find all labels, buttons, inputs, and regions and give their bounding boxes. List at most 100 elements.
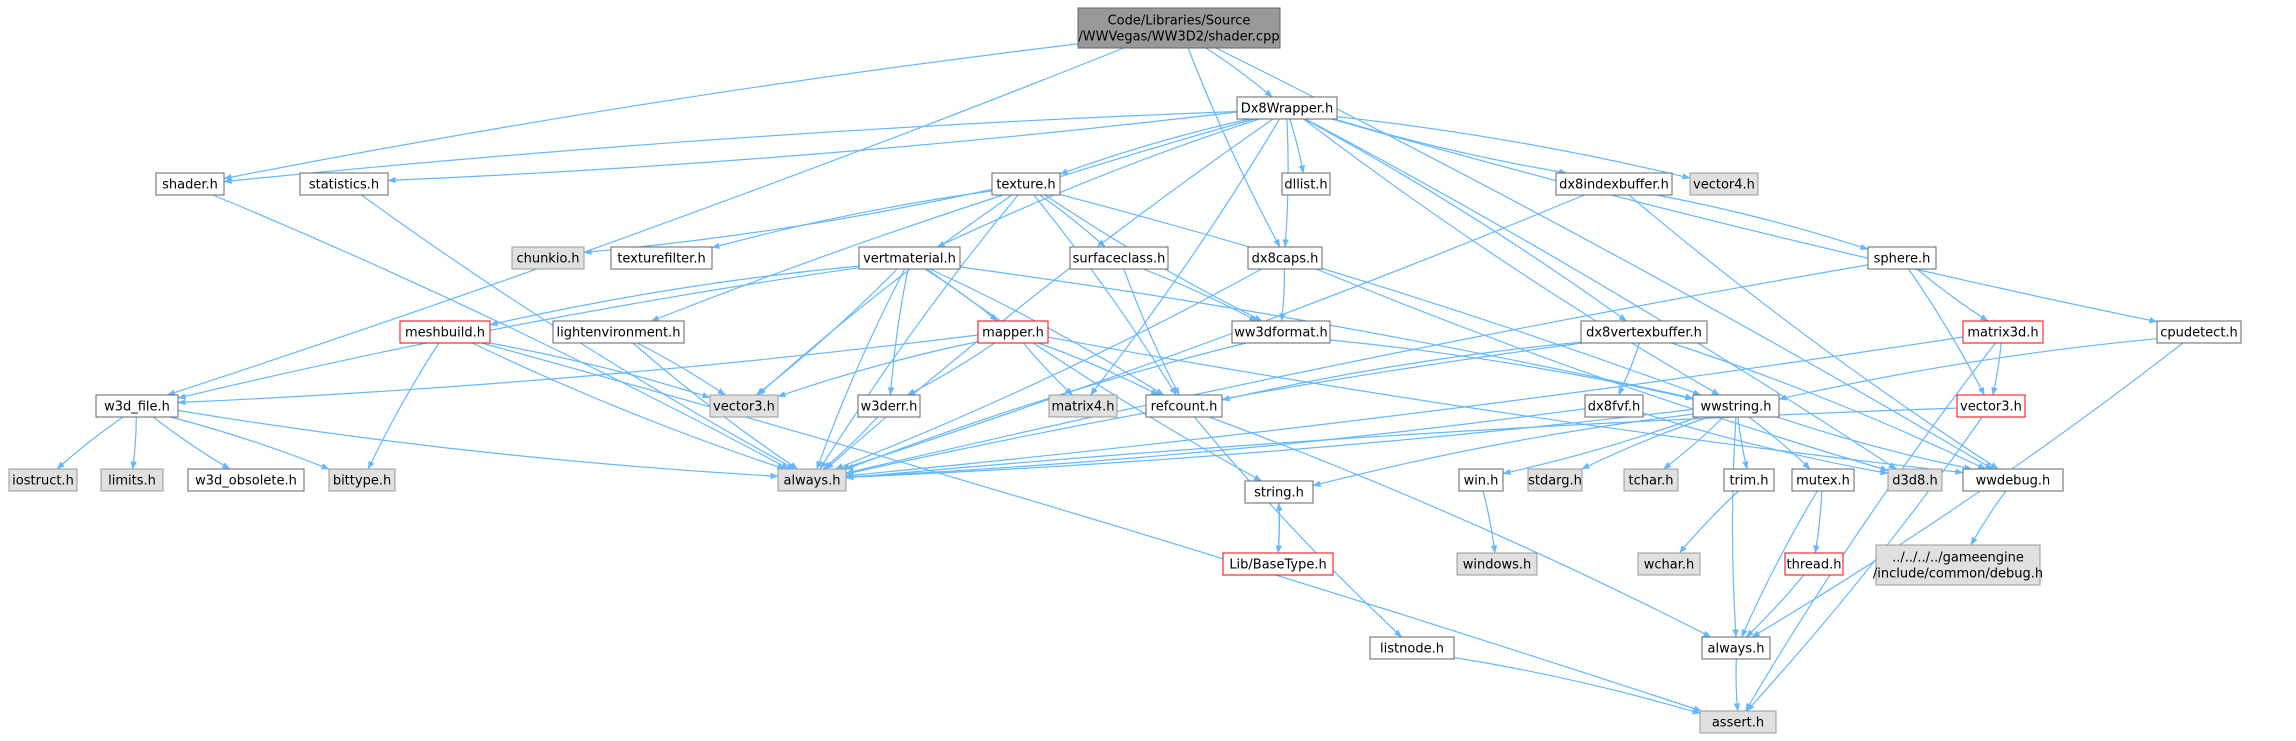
edge-matrix3d-to-vector3_red <box>1991 342 2002 396</box>
edge-dx8wrapper-to-matrix4 <box>1090 118 1281 396</box>
node-statistics[interactable]: statistics.h <box>299 172 389 196</box>
node-string_h[interactable]: string.h <box>1244 480 1314 504</box>
edge-vertmaterial-to-refcount <box>929 268 1164 396</box>
edge-ww3dformat-to-wwstring <box>1329 339 1694 401</box>
node-limits: limits.h <box>100 468 164 492</box>
node-w3d_obsolete[interactable]: w3d_obsolete.h <box>187 468 305 492</box>
node-windows: windows.h <box>1456 552 1538 576</box>
node-label-vector3-line-0: vector3.h <box>713 400 775 415</box>
edge-dx8wrapper-to-vector4 <box>1336 116 1691 180</box>
node-shader_cpp[interactable]: Code/Libraries/Source/WWVegas/WW3D2/shad… <box>1077 7 1281 49</box>
node-vector4: vector4.h <box>1689 172 1759 196</box>
node-win[interactable]: win.h <box>1458 468 1504 492</box>
node-dx8fvf[interactable]: dx8fvf.h <box>1584 394 1644 418</box>
edge-vertmaterial-to-mapper <box>924 268 998 322</box>
edge-dx8wrapper-to-dllist <box>1289 118 1306 174</box>
node-label-shader_cpp-line-1: /WWVegas/WW3D2/shader.cpp <box>1078 30 1279 45</box>
node-shader_h[interactable]: shader.h <box>155 172 225 196</box>
node-box-vector3_red <box>1956 394 2026 418</box>
node-label-shader_h-line-0: shader.h <box>162 178 218 193</box>
node-listnode[interactable]: listnode.h <box>1369 636 1455 660</box>
node-label-assert-line-0: assert.h <box>1712 716 1764 731</box>
edge-dx8wrapper-to-lightenvironment <box>650 118 1255 322</box>
edge-vertmaterial-to-meshbuild <box>489 265 860 327</box>
node-vector3_red[interactable]: vector3.h <box>1956 394 2026 418</box>
node-label-surfaceclass-line-0: surfaceclass.h <box>1073 252 1166 267</box>
node-label-limits-line-0: limits.h <box>108 474 156 489</box>
node-dx8wrapper[interactable]: Dx8Wrapper.h <box>1236 96 1338 120</box>
node-stdarg: stdarg.h <box>1527 468 1583 492</box>
edge-sphere-to-always_main <box>845 264 1869 475</box>
node-always_main: always.h <box>777 468 847 492</box>
edge-w3d_file-to-w3d_obsolete <box>152 416 231 470</box>
edge-vertmaterial-to-w3d_file <box>177 267 860 400</box>
edge-texture-to-always_main <box>819 194 1019 470</box>
node-mapper[interactable]: mapper.h <box>977 320 1049 344</box>
edge-wwstring-to-wwdebug <box>1777 416 1973 471</box>
node-label-d3d8-line-0: d3d8.h <box>1892 474 1937 489</box>
edge-mapper-to-wwdebug <box>1047 336 1964 475</box>
node-label-matrix3d-line-0: matrix3d.h <box>1967 326 2038 341</box>
node-box-vector4 <box>1689 172 1759 196</box>
node-box-mutex <box>1791 468 1855 492</box>
node-cpudetect[interactable]: cpudetect.h <box>2156 320 2242 344</box>
edge-dx8fvf-to-always_main <box>845 408 1586 480</box>
node-label-gameengine_debug-line-1: /include/common/debug.h <box>1873 567 2043 582</box>
node-label-w3d_obsolete-line-0: w3d_obsolete.h <box>195 474 297 489</box>
node-ww3dformat[interactable]: ww3dformat.h <box>1231 320 1331 344</box>
node-texturefilter[interactable]: texturefilter.h <box>610 246 713 270</box>
node-dllist[interactable]: dllist.h <box>1281 172 1331 196</box>
edge-dx8wrapper-to-texture <box>1059 118 1250 175</box>
node-label-dx8caps-line-0: dx8caps.h <box>1252 252 1319 267</box>
node-texture[interactable]: texture.h <box>991 172 1061 196</box>
node-lightenvironment[interactable]: lightenvironment.h <box>552 320 685 344</box>
node-d3d8: d3d8.h <box>1887 468 1943 492</box>
node-dx8caps[interactable]: dx8caps.h <box>1247 246 1323 270</box>
node-wwdebug[interactable]: wwdebug.h <box>1962 468 2064 492</box>
node-label-matrix4-line-0: matrix4.h <box>1051 400 1114 415</box>
node-dx8vertexbuffer[interactable]: dx8vertexbuffer.h <box>1580 320 1708 344</box>
node-label-dx8vertexbuffer-line-0: dx8vertexbuffer.h <box>1586 326 1702 341</box>
node-box-gameengine_debug <box>1875 544 2041 586</box>
edge-wwdebug-to-gameengine_debug <box>1970 490 2007 546</box>
node-matrix3d[interactable]: matrix3d.h <box>1962 320 2044 344</box>
node-wwstring[interactable]: wwstring.h <box>1692 394 1780 418</box>
edge-w3derr-to-always_main <box>823 416 879 470</box>
node-box-dx8indexbuffer <box>1555 172 1673 196</box>
edge-lightenvironment-to-vector3 <box>636 342 726 396</box>
node-matrix4: matrix4.h <box>1048 394 1118 418</box>
edge-listnode-to-assert <box>1453 656 1701 715</box>
node-box-vector3 <box>709 394 779 418</box>
edge-mapper-to-w3d_file <box>177 334 979 406</box>
node-surfaceclass[interactable]: surfaceclass.h <box>1069 246 1169 270</box>
edge-texture-to-vector3 <box>757 194 1013 396</box>
node-trim[interactable]: trim.h <box>1723 468 1775 492</box>
node-box-dx8caps <box>1247 246 1323 270</box>
edge-w3d_file-to-limits <box>130 416 137 470</box>
edge-w3d_file-to-bittype <box>170 416 330 470</box>
edge-wwstring-to-always_wwlib <box>1731 416 1739 638</box>
node-w3d_file[interactable]: w3d_file.h <box>95 394 179 418</box>
edge-mapper-to-refcount <box>1038 342 1159 396</box>
node-box-dx8fvf <box>1584 394 1644 418</box>
node-box-d3d8 <box>1887 468 1943 492</box>
edge-always_wwlib-to-assert <box>1733 658 1741 712</box>
node-refcount[interactable]: refcount.h <box>1145 394 1223 418</box>
node-basetype[interactable]: Lib/BaseType.h <box>1222 552 1334 576</box>
node-label-always_main-line-0: always.h <box>783 474 840 489</box>
node-box-assert <box>1699 710 1777 734</box>
node-always_wwlib[interactable]: always.h <box>1701 636 1771 660</box>
node-label-statistics-line-0: statistics.h <box>309 178 379 193</box>
node-dx8indexbuffer[interactable]: dx8indexbuffer.h <box>1555 172 1673 196</box>
node-meshbuild[interactable]: meshbuild.h <box>399 320 491 344</box>
edge-dx8wrapper-to-vertmaterial <box>936 118 1260 248</box>
node-box-cpudetect <box>2156 320 2242 344</box>
node-w3derr[interactable]: w3derr.h <box>857 394 921 418</box>
node-sphere[interactable]: sphere.h <box>1867 246 1937 270</box>
node-tchar: tchar.h <box>1623 468 1679 492</box>
node-vertmaterial[interactable]: vertmaterial.h <box>858 246 961 270</box>
node-thread[interactable]: thread.h <box>1784 552 1844 576</box>
node-mutex[interactable]: mutex.h <box>1791 468 1855 492</box>
node-label-refcount-line-0: refcount.h <box>1151 400 1218 415</box>
edge-texture-to-chunkio <box>583 188 993 255</box>
